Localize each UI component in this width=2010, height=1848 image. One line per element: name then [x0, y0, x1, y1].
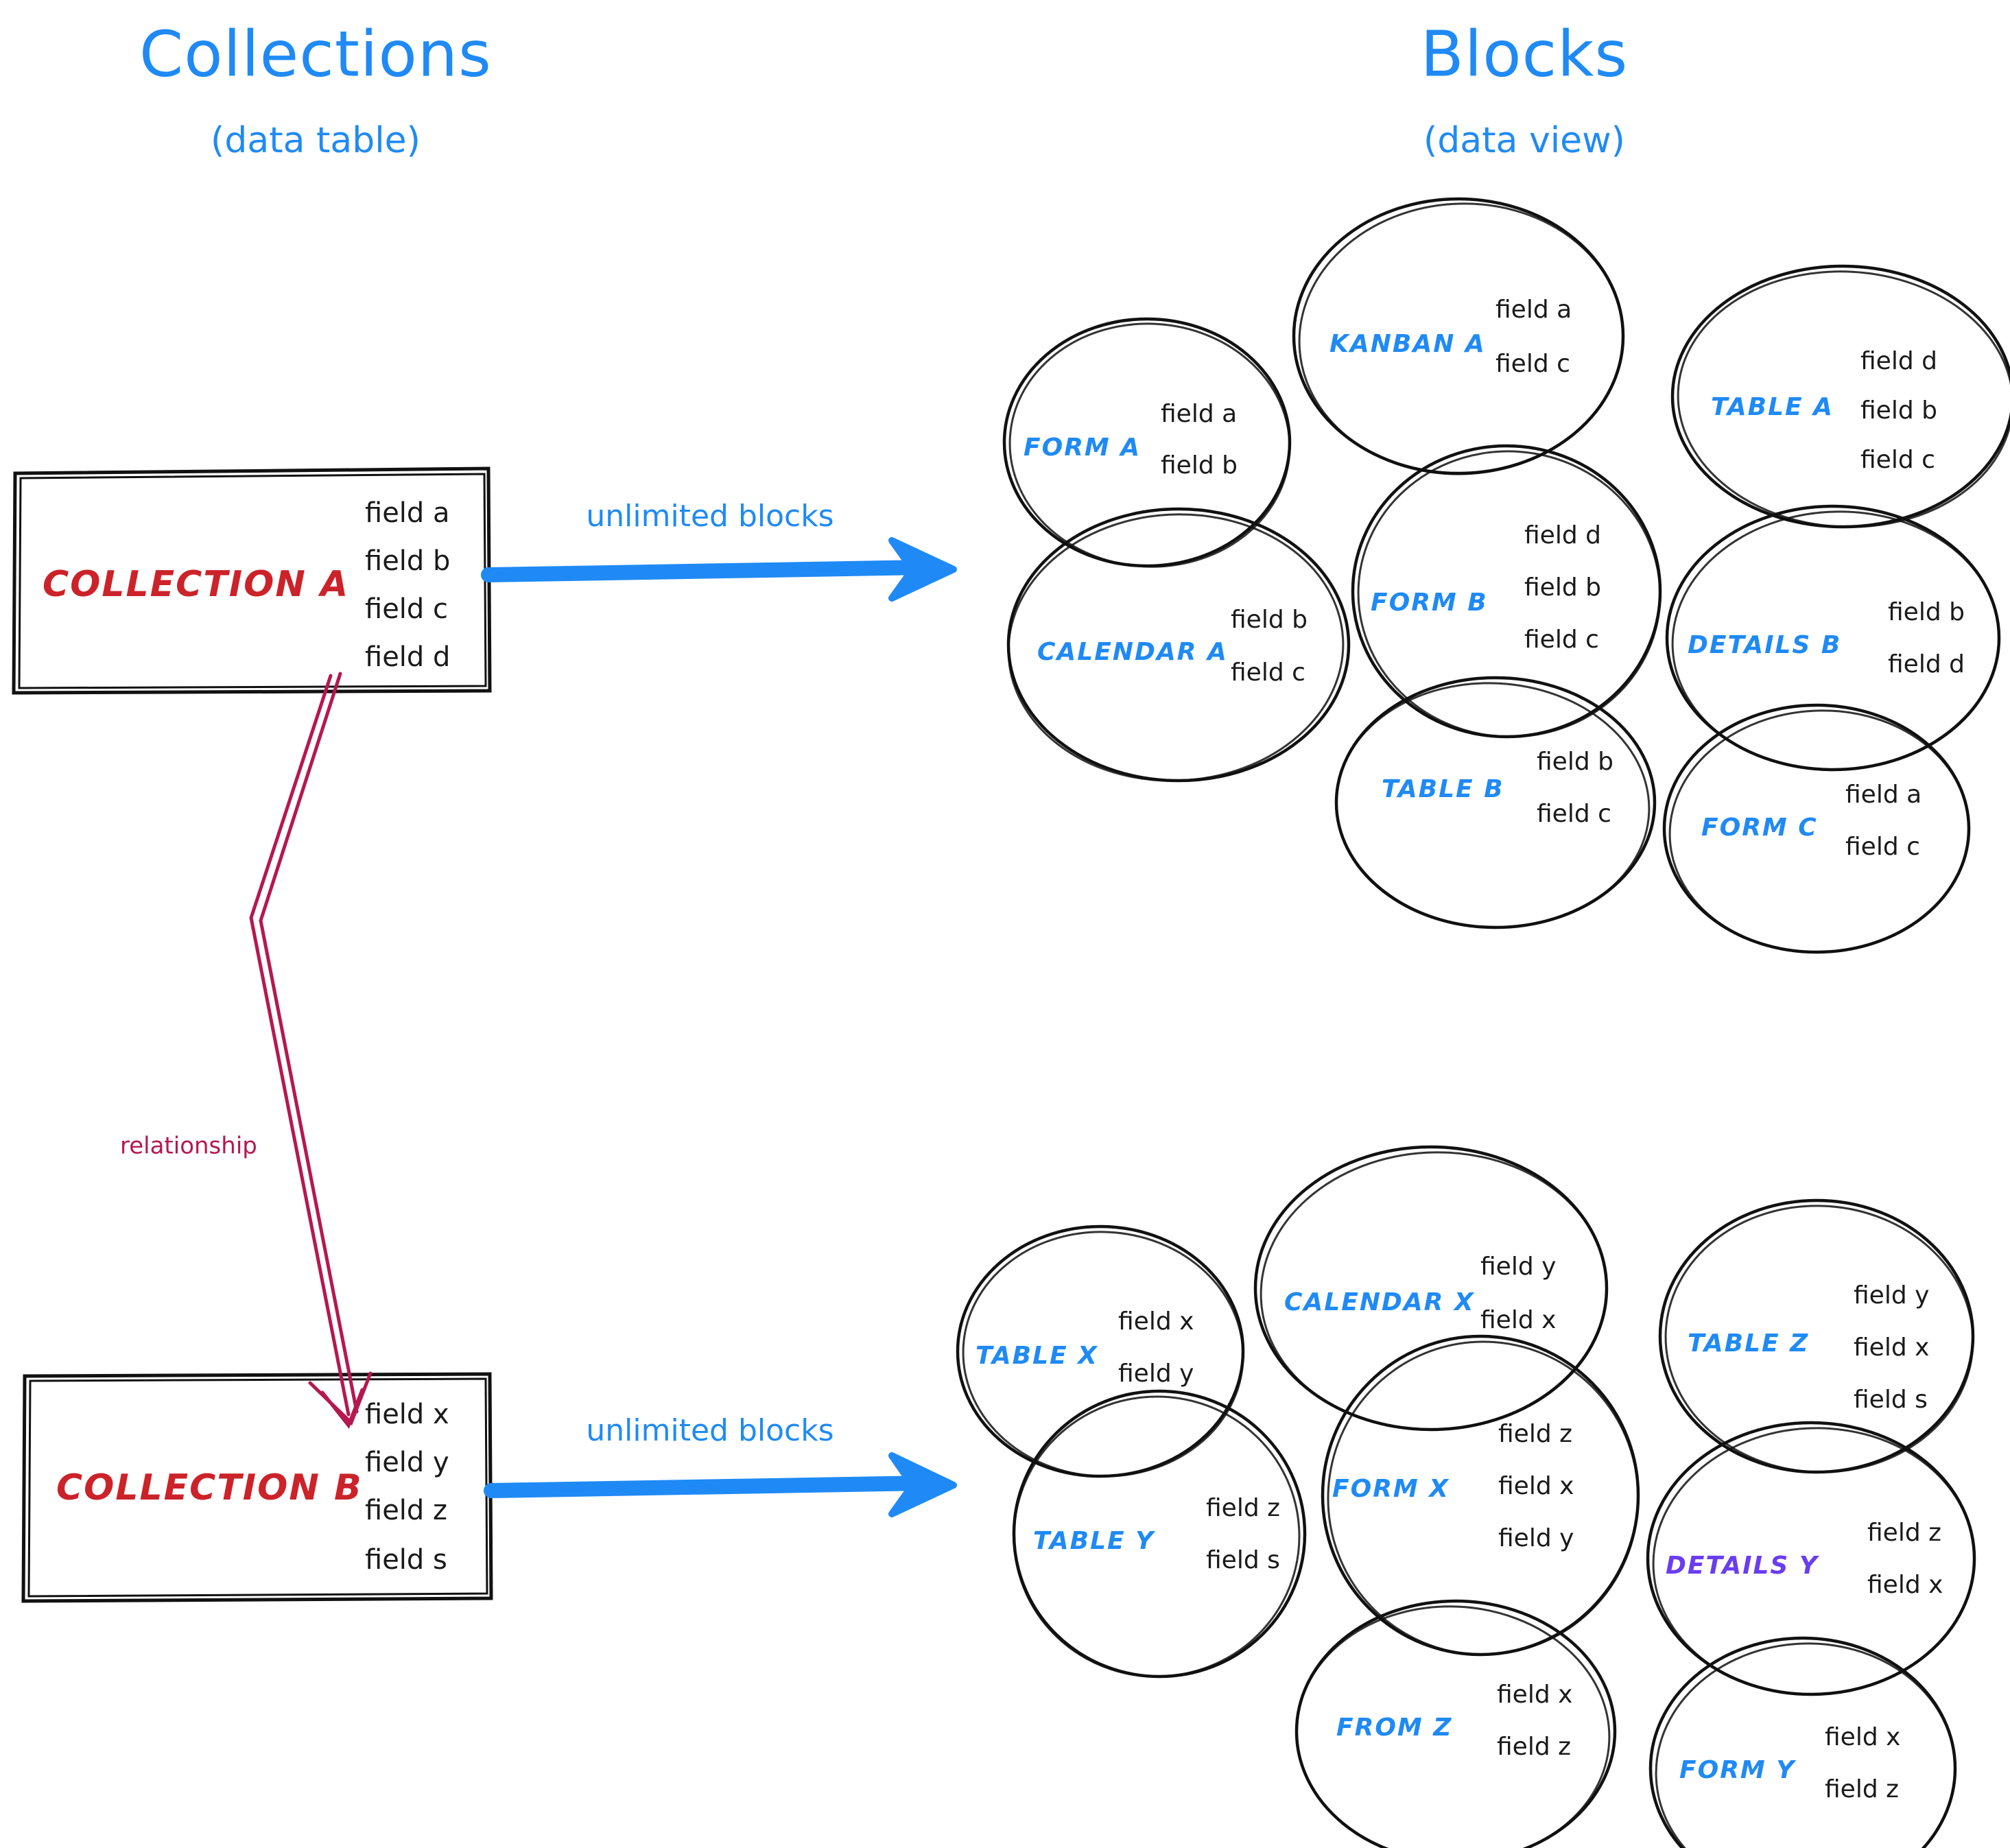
block-form-y[interactable]: FORM Y field x field z [1648, 1636, 1962, 1848]
block-calendar-x-field-1: field x [1480, 1306, 1556, 1334]
block-form-x-field-2: field y [1498, 1524, 1574, 1552]
block-group-collection-a: FORM A field a field b KANBAN A field a … [1002, 196, 2010, 960]
block-details-y-field-1: field x [1867, 1571, 1943, 1599]
block-table-a-field-2: field c [1860, 446, 1935, 474]
collection-a-field-3: field d [365, 641, 450, 673]
block-details-b-field-1: field d [1888, 650, 1965, 678]
blocks-title: Blocks [1421, 17, 1629, 91]
block-kanban-a-field-0: field a [1495, 296, 1572, 324]
block-form-y-field-1: field z [1825, 1775, 1899, 1803]
header-collections: Collections (data table) [139, 17, 492, 161]
block-table-b-field-1: field c [1537, 800, 1611, 828]
block-calendar-x-field-0: field y [1480, 1253, 1556, 1281]
collections-subtitle: (data table) [211, 120, 421, 161]
block-table-y-field-0: field z [1206, 1494, 1280, 1522]
block-details-b-field-0: field b [1888, 598, 1965, 626]
block-table-z[interactable]: TABLE Z field y field x field s [1658, 1198, 1980, 1480]
block-table-a-field-0: field d [1860, 347, 1937, 375]
collection-b-field-2: field z [365, 1495, 447, 1526]
block-form-c[interactable]: FORM C field a field c [1662, 703, 1975, 960]
block-form-b-field-1: field b [1524, 573, 1601, 602]
block-table-a[interactable]: TABLE A field d field b field c [1670, 263, 2010, 535]
collection-b-box[interactable]: COLLECTION B field x field y field z fie… [21, 1372, 493, 1603]
block-form-x[interactable]: FORM X field z field x field y [1318, 1331, 1649, 1665]
collections-title: Collections [139, 17, 492, 91]
block-calendar-a-name: CALENDAR A [1037, 638, 1228, 666]
block-form-c-field-1: field c [1845, 833, 1920, 861]
block-table-x-field-1: field y [1118, 1360, 1194, 1388]
block-table-z-name: TABLE Z [1688, 1329, 1809, 1358]
blocks-subtitle: (data view) [1423, 120, 1625, 161]
block-table-a-name: TABLE A [1711, 393, 1834, 421]
collection-a-name: COLLECTION A [43, 564, 349, 605]
block-table-z-field-1: field x [1854, 1334, 1929, 1362]
block-table-z-field-0: field y [1854, 1281, 1929, 1310]
collection-b-field-3: field s [365, 1544, 447, 1576]
collection-a-field-0: field a [365, 497, 450, 529]
block-form-x-field-0: field z [1498, 1420, 1572, 1448]
block-kanban-a[interactable]: KANBAN A field a field c [1292, 196, 1630, 482]
collection-a-field-1: field b [365, 545, 450, 577]
block-form-c-field-0: field a [1845, 781, 1922, 809]
block-form-a-name: FORM A [1024, 434, 1141, 462]
collection-b-field-0: field x [365, 1399, 449, 1430]
block-table-x[interactable]: TABLE X field x field y [956, 1224, 1249, 1484]
block-form-c-name: FORM C [1701, 814, 1818, 842]
block-details-y-field-0: field z [1867, 1519, 1941, 1547]
block-table-b[interactable]: TABLE B field b field c [1330, 675, 1657, 935]
block-group-collection-b: TABLE X field x field y CALENDAR X field… [956, 1144, 1981, 1848]
block-kanban-a-field-1: field c [1495, 350, 1570, 378]
header-blocks: Blocks (data view) [1421, 17, 1629, 161]
block-form-y-field-0: field x [1825, 1723, 1900, 1751]
block-details-y-name: DETAILS Y [1666, 1552, 1820, 1580]
block-table-z-field-2: field s [1854, 1386, 1928, 1414]
block-table-a-field-1: field b [1860, 396, 1937, 425]
block-calendar-a-field-0: field b [1231, 606, 1308, 634]
block-table-y-name: TABLE Y [1033, 1527, 1156, 1555]
block-form-a-field-0: field a [1161, 400, 1237, 428]
block-table-x-field-0: field x [1118, 1307, 1194, 1336]
block-table-y-field-1: field s [1206, 1546, 1280, 1574]
arrow-label-bottom: unlimited blocks [586, 1413, 833, 1448]
block-calendar-a[interactable]: CALENDAR A field b field c [1002, 506, 1351, 789]
block-form-x-name: FORM X [1332, 1475, 1450, 1503]
arrow-label-top: unlimited blocks [586, 499, 833, 534]
block-details-b-name: DETAILS B [1688, 631, 1841, 659]
block-kanban-a-name: KANBAN A [1329, 330, 1486, 358]
block-details-y[interactable]: DETAILS Y field z field x [1646, 1420, 1981, 1703]
block-from-z-field-0: field x [1497, 1681, 1572, 1709]
unlimited-blocks-arrow-bottom: unlimited blocks [484, 1413, 957, 1517]
block-table-y[interactable]: TABLE Y field z field s [1007, 1389, 1307, 1683]
block-form-b-field-2: field c [1524, 626, 1599, 654]
block-details-b[interactable]: DETAILS B field b field d [1665, 504, 2005, 778]
block-calendar-a-field-1: field c [1231, 659, 1305, 687]
block-form-a-field-1: field b [1161, 451, 1238, 479]
block-calendar-x-name: CALENDAR X [1284, 1288, 1475, 1316]
block-from-z[interactable]: FROM Z field x field z [1290, 1598, 1617, 1848]
collection-a-field-2: field c [365, 593, 448, 625]
block-table-x-name: TABLE X [976, 1342, 1098, 1370]
collection-b-field-1: field y [365, 1447, 449, 1478]
block-table-b-name: TABLE B [1382, 775, 1504, 803]
collection-b-name: COLLECTION B [56, 1467, 363, 1508]
block-form-x-field-1: field x [1498, 1472, 1574, 1500]
block-from-z-field-1: field z [1497, 1733, 1571, 1761]
block-form-b-field-0: field d [1524, 521, 1601, 549]
block-form-b-name: FORM B [1371, 589, 1488, 617]
block-from-z-name: FROM Z [1336, 1714, 1452, 1742]
block-form-a[interactable]: FORM A field a field b [1002, 317, 1296, 574]
unlimited-blocks-arrow-top: unlimited blocks [481, 499, 957, 602]
relationship-connector: relationship [120, 672, 373, 1429]
block-table-b-field-0: field b [1537, 748, 1613, 776]
block-form-b[interactable]: FORM B field d field b field c [1349, 441, 1670, 747]
block-calendar-x[interactable]: CALENDAR X field y field x [1253, 1144, 1613, 1438]
collection-a-box[interactable]: COLLECTION A field a field b field c fie… [12, 466, 492, 695]
relationship-label: relationship [120, 1133, 257, 1160]
block-form-y-name: FORM Y [1679, 1756, 1797, 1784]
